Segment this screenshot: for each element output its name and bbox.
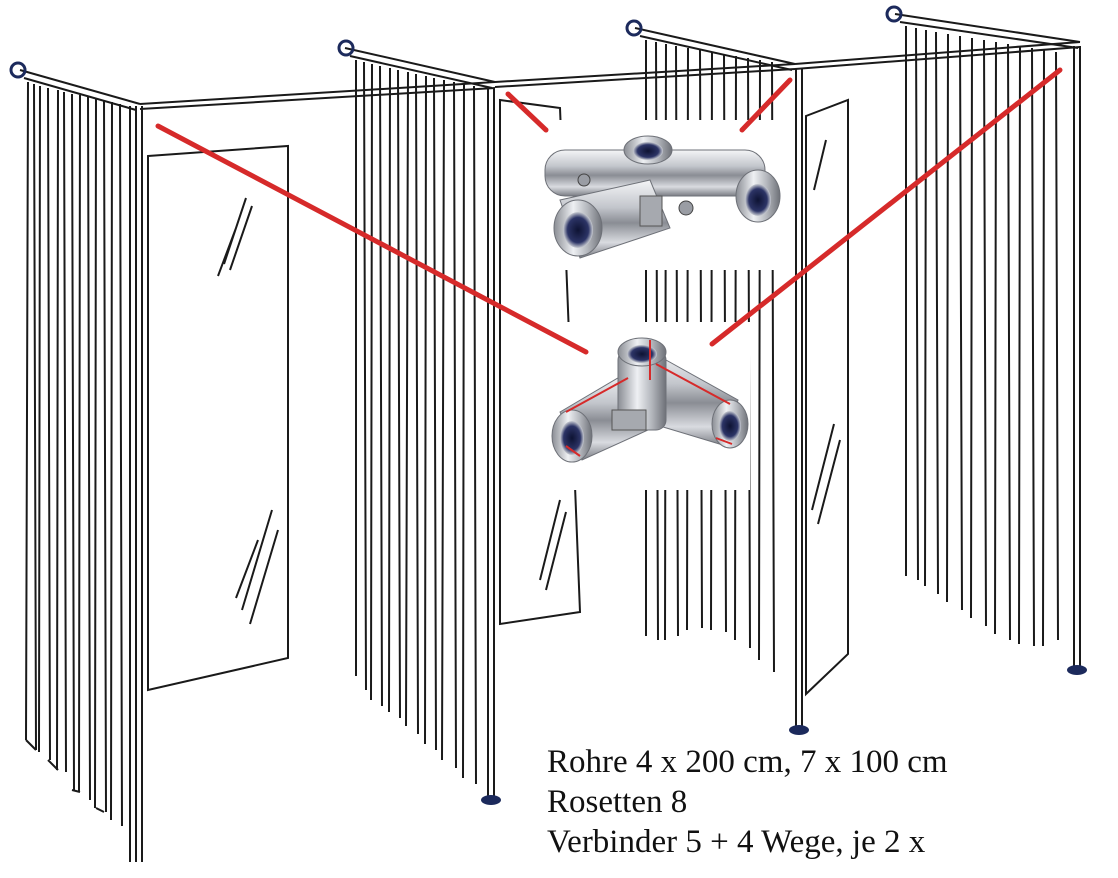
tube-opening-icon	[745, 184, 771, 216]
callout-line-mid-right	[739, 77, 793, 133]
callout-lines	[155, 67, 1063, 355]
rosette-icon	[789, 725, 809, 735]
rosette-icon	[1067, 665, 1087, 675]
mirror-left	[147, 144, 289, 692]
rosette-icon	[885, 5, 903, 23]
callout-line-left-corner	[155, 123, 589, 355]
tube-opening-icon	[563, 212, 593, 248]
rosette-icon	[337, 39, 355, 57]
curtain-right-booth	[905, 26, 1081, 670]
curtain-second-booth	[355, 60, 495, 800]
caption-pipes: Rohre 4 x 200 cm, 7 x 100 cm	[547, 744, 948, 780]
screw-icon	[678, 200, 694, 216]
tube-opening-icon	[719, 411, 741, 441]
top-frame	[19, 13, 1081, 111]
callout-line-right-corner	[709, 67, 1063, 347]
rosette-icon	[9, 61, 27, 79]
floor-rosettes	[481, 665, 1087, 805]
callout-line-mid-left	[505, 91, 549, 133]
rosette-icon	[481, 795, 501, 805]
curtain-left-booth	[25, 81, 143, 862]
five-way-connector-photo	[520, 120, 781, 270]
rosette-icon	[625, 19, 643, 37]
corner-connector-photo	[548, 322, 750, 490]
mirror-third	[805, 98, 849, 697]
wall-rosettes	[9, 5, 903, 79]
screw-icon	[577, 173, 591, 187]
caption-rosettes: Rosetten 8	[547, 784, 688, 820]
tube-opening-icon	[627, 345, 657, 363]
tube-opening-icon	[633, 142, 663, 160]
caption-connectors: Verbinder 5 + 4 Wege, je 2 x	[547, 824, 926, 860]
parts-list-caption: Rohre 4 x 200 cm, 7 x 100 cm Rosetten 8 …	[547, 742, 948, 862]
